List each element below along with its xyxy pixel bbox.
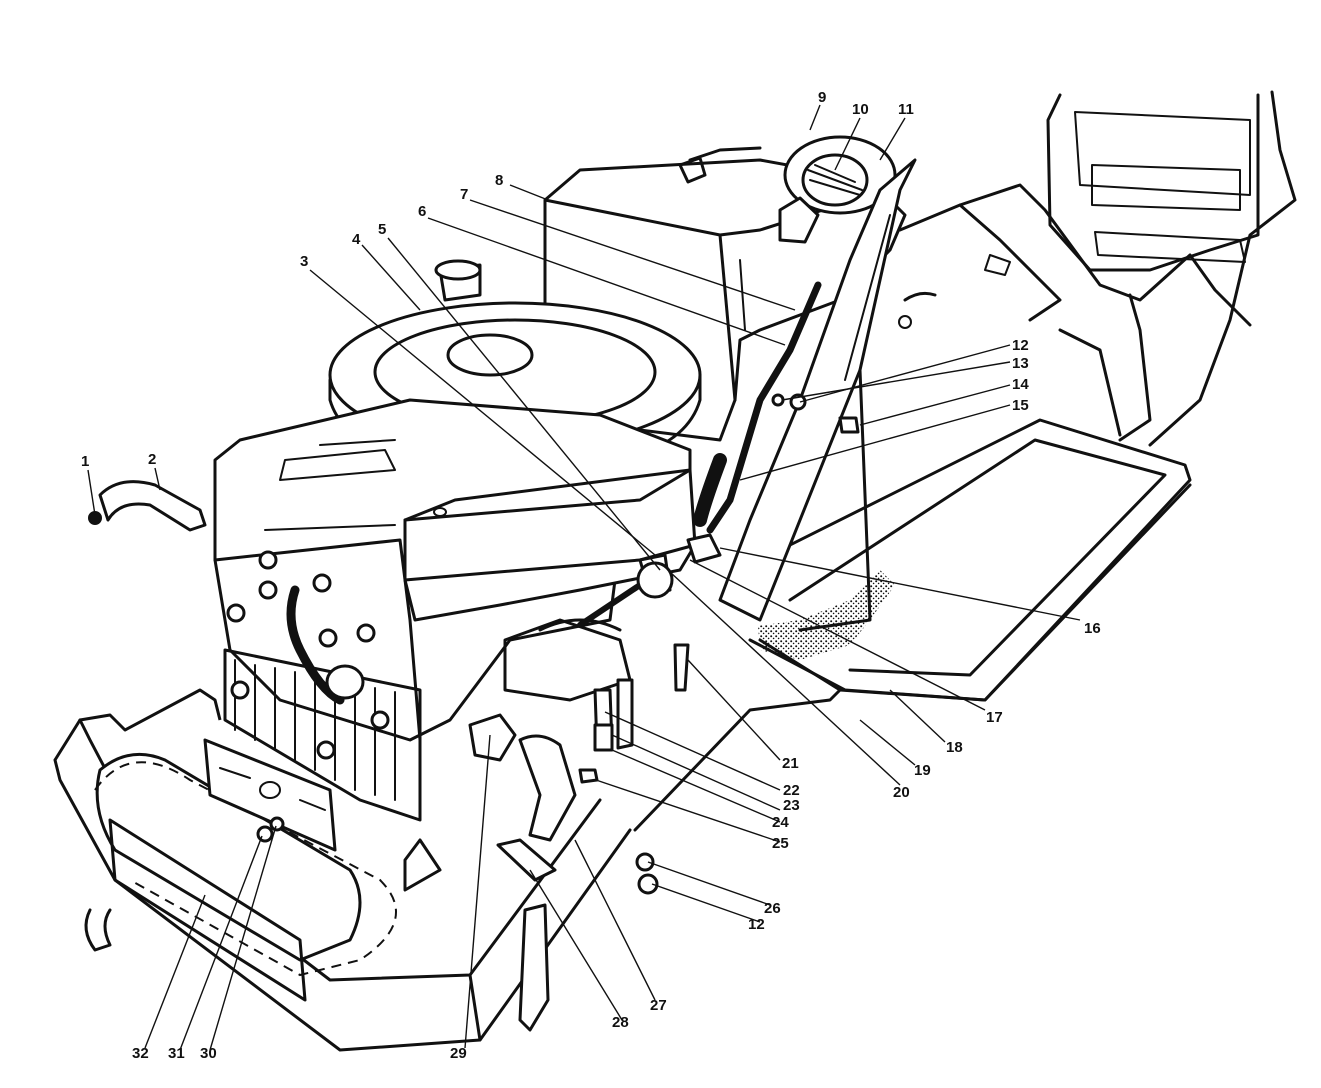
callout-13: 13 — [1012, 355, 1029, 372]
callout-labels: 1 2 3 4 5 6 7 8 9 10 11 12 13 14 15 16 1… — [81, 89, 1101, 1062]
callout-6: 6 — [418, 203, 426, 220]
support-panel — [718, 158, 937, 632]
callout-29: 29 — [450, 1045, 467, 1062]
callout-16: 16 — [1084, 620, 1101, 637]
callout-15: 15 — [1012, 397, 1029, 414]
callout-14: 14 — [1012, 376, 1029, 393]
callout-22: 22 — [783, 782, 800, 799]
callout-8: 8 — [495, 172, 503, 189]
callout-30: 30 — [200, 1045, 217, 1062]
callout-12b: 12 — [748, 916, 765, 933]
callout-19: 19 — [914, 762, 931, 779]
callout-27: 27 — [650, 997, 667, 1014]
heat-shield — [203, 738, 337, 852]
fuel-line-assembly — [577, 281, 822, 628]
callout-32: 32 — [132, 1045, 149, 1062]
callout-23: 23 — [783, 797, 800, 814]
rear-fender-frame — [898, 90, 1297, 447]
callout-2: 2 — [148, 451, 156, 468]
callout-21: 21 — [782, 755, 799, 772]
leader-lines — [87, 104, 1081, 1051]
callout-4: 4 — [352, 231, 361, 248]
callout-26: 26 — [764, 900, 781, 917]
callout-31: 31 — [168, 1045, 185, 1062]
callout-17: 17 — [986, 709, 1003, 726]
callout-5: 5 — [378, 221, 386, 238]
head-bolts — [226, 550, 390, 760]
callout-11: 11 — [898, 101, 914, 118]
callout-24: 24 — [772, 814, 789, 831]
exhaust-pipe-parts — [88, 393, 860, 895]
spark-plug-wire — [286, 585, 345, 705]
callout-20: 20 — [893, 784, 910, 801]
callout-12a: 12 — [1012, 337, 1029, 354]
callout-3: 3 — [300, 253, 308, 270]
callout-1: 1 — [81, 453, 89, 470]
callout-10: 10 — [852, 101, 869, 118]
muffler — [84, 752, 397, 1002]
floor-pan — [633, 418, 1192, 832]
callout-7: 7 — [460, 186, 468, 203]
callout-28: 28 — [612, 1014, 629, 1031]
callout-25: 25 — [772, 835, 789, 852]
callout-9: 9 — [818, 89, 826, 106]
callout-18: 18 — [946, 739, 963, 756]
